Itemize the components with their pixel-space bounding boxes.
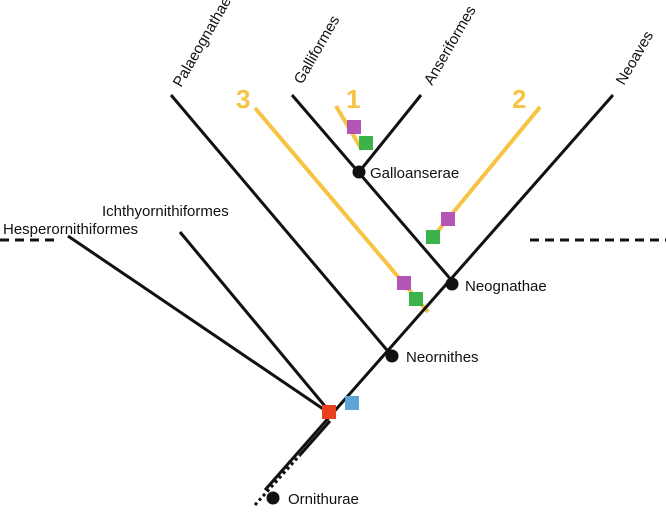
galloanserae-node bbox=[352, 165, 366, 179]
neornithes-node bbox=[385, 349, 399, 363]
purple-square-1 bbox=[347, 120, 361, 134]
ornithurae-label: Ornithurae bbox=[288, 491, 359, 508]
galliformes-label: Galliformes bbox=[291, 13, 344, 87]
red-square bbox=[322, 405, 336, 419]
palaeognathae-branch bbox=[169, 94, 394, 357]
main-axis-branch bbox=[263, 94, 615, 491]
stem-dotted-branch bbox=[253, 453, 302, 507]
galloanserae-branch bbox=[290, 94, 455, 283]
purple-square-2 bbox=[441, 212, 455, 226]
ichthyornithiformes-label: Ichthyornithiformes bbox=[102, 203, 229, 220]
palaeognathae-label: Palaeognathae bbox=[170, 0, 235, 90]
hesperornithiformes-label: Hesperornithiformes bbox=[3, 221, 138, 238]
blue-square bbox=[345, 396, 359, 410]
neoaves-label: Neoaves bbox=[613, 28, 657, 88]
marker-2: 2 bbox=[512, 84, 526, 114]
ichthyornithiformes-branch bbox=[178, 231, 331, 412]
galloanserae-label: Galloanserae bbox=[370, 165, 459, 182]
neognathae-node bbox=[445, 277, 459, 291]
anseriformes-branch bbox=[357, 94, 423, 173]
neornithes-label: Neornithes bbox=[406, 349, 479, 366]
purple-square-3 bbox=[397, 276, 411, 290]
hesperornithiformes-branch bbox=[67, 234, 336, 419]
neognathae-label: Neognathae bbox=[465, 278, 547, 295]
solid-base-branch bbox=[298, 420, 332, 456]
green-square-1 bbox=[359, 136, 373, 150]
green-square-2 bbox=[426, 230, 440, 244]
ornithurae-node bbox=[266, 491, 280, 505]
anseriformes-label: Anseriformes bbox=[421, 3, 480, 88]
green-square-3 bbox=[409, 292, 423, 306]
marker-3: 3 bbox=[236, 84, 250, 114]
marker-1: 1 bbox=[346, 84, 360, 114]
